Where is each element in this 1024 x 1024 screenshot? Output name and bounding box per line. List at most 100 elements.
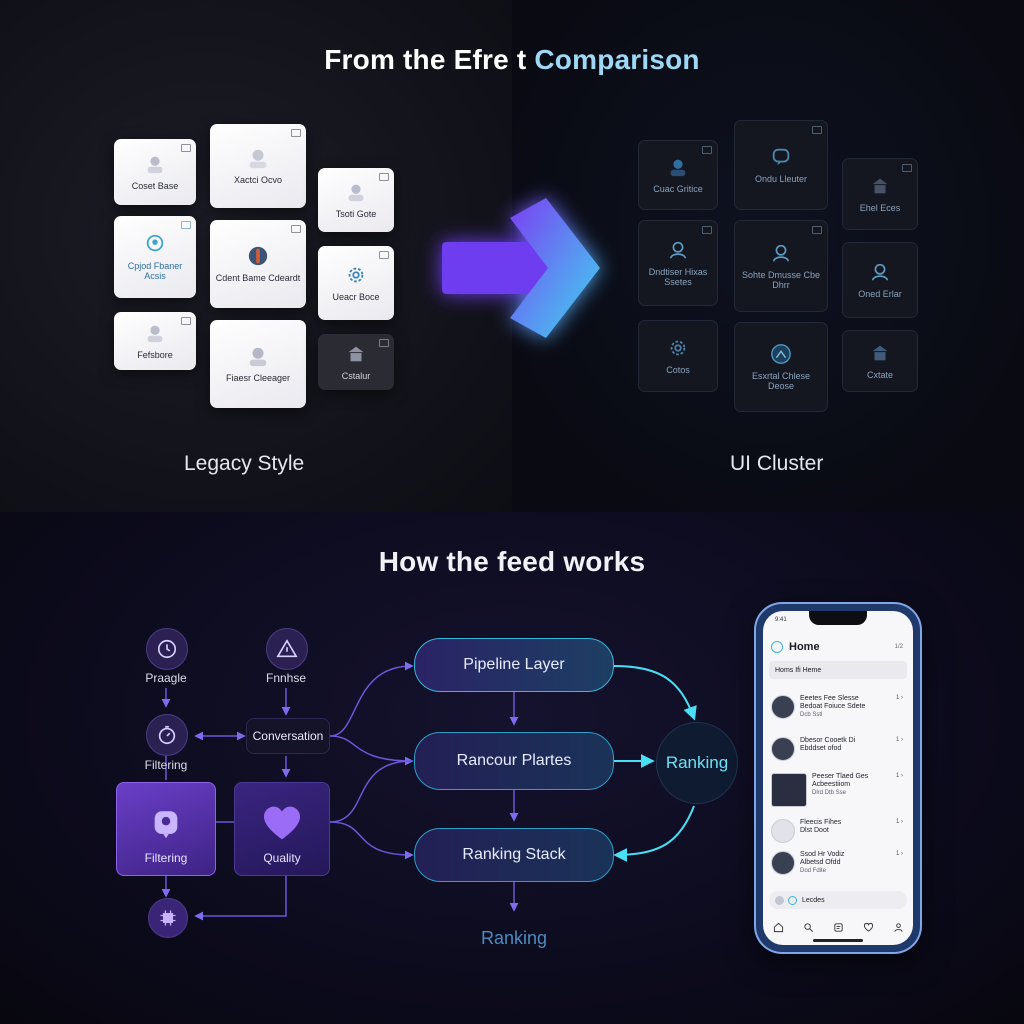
user-icon [249,149,267,168]
praagle-node[interactable] [146,628,188,670]
praagle-label: Praagle [145,671,187,685]
feed-item-sub: Dcb Sstl [800,711,823,718]
avatar [771,819,795,843]
user-icon [670,159,686,176]
legacy-card-label: Xactci Ocvo [233,174,282,185]
cluster-label: UI Cluster [730,452,824,475]
composer-text: Lecdes [802,896,825,904]
heart-tab-icon[interactable] [863,922,874,933]
cluster-card[interactable]: Sohte Dmusse Cbe Dhrr [734,220,828,312]
legacy-card[interactable]: Fiaesr Cleeager [210,320,306,408]
filtering-box[interactable]: Filtering [116,782,216,876]
phone-notch [809,611,867,625]
building-icon [872,345,888,361]
legacy-card[interactable]: Coset Base [114,139,196,205]
title-accent: Comparison [534,44,700,75]
legacy-card-label: Coset Base [131,180,179,191]
feed-item-time: 1 › [895,695,903,701]
legacy-card[interactable]: Fefsbore [114,312,196,370]
quality-box[interactable]: Quality [234,782,330,876]
output-node[interactable] [148,898,188,938]
cluster-card[interactable]: Dndtiser Hixas Ssetes [638,220,718,306]
cluster-card[interactable]: Cxtate [842,330,918,392]
legacy-card[interactable]: Cpjod Fbaner Acsis [114,216,196,298]
legacy-card[interactable]: Cdent Bame Cdeardt [210,220,306,308]
profile-tab-icon[interactable] [893,922,904,933]
cluster-card-label: Ehel Eces [859,202,901,213]
timer-icon [158,725,176,745]
fnnhse-label: Fnnhse [265,671,307,685]
ranking-stack-pill[interactable]: Ranking Stack [414,828,614,882]
user-icon [147,325,163,342]
search-tab-icon[interactable] [803,922,814,933]
legacy-card-label: Ueacr Boce [332,291,380,302]
phone-header: Home 1/2 [771,639,905,655]
feed-item-sub: Dlrd Dtb Sse [812,789,847,796]
home-tab-icon[interactable] [773,922,784,933]
corner-icon [702,226,712,234]
gear-icon [348,267,364,283]
transition-arrow [442,198,600,338]
legacy-card[interactable]: Ueacr Boce [318,246,394,320]
tab-bar [763,917,913,937]
rancour-plartes-pill[interactable]: Rancour Plartes [414,732,614,790]
corner-icon [181,317,191,325]
ranking-bottom-label: Ranking [480,928,548,948]
corner-icon [812,226,822,234]
legacy-card-label: Cdent Bame Cdeardt [215,272,301,283]
feed-item-line2: Albetsd Ofdd [800,859,841,867]
composer-icon [788,895,797,905]
conversation-node[interactable]: Conversation [246,718,330,754]
building-icon [872,178,888,194]
legacy-label: Legacy Style [184,452,305,475]
corner-icon [181,221,191,229]
compose-tab-icon[interactable] [833,922,844,933]
clock-icon [157,639,177,659]
pipeline-layer-pill[interactable]: Pipeline Layer [414,638,614,692]
heart-icon [264,806,300,840]
legacy-card[interactable]: Xactci Ocvo [210,124,306,208]
feed-item-line2: Acbeestiiom [812,781,851,789]
cluster-card[interactable]: Ondu Lleuter [734,120,828,210]
composer-avatar [775,895,784,905]
composer-bar[interactable]: Lecdes [769,891,907,909]
phone-search-bar[interactable]: Homs Ifi Heme [769,661,907,679]
cluster-card[interactable]: Ehel Eces [842,158,918,230]
filtering-node[interactable] [146,714,188,756]
fnnhse-node[interactable] [266,628,308,670]
corner-icon [379,173,389,181]
user-outline-icon [669,241,687,259]
legacy-card-label: Fiaesr Cleeager [225,372,291,383]
feed-item-time: 1 › [895,819,903,825]
gear-icon [670,340,686,356]
feed-item-line2: Bedoat Foiuce Sdete [800,703,866,711]
legacy-card-label: Cpjod Fbaner Acsis [127,260,183,281]
legacy-card-label: Fefsbore [137,349,173,360]
cluster-card-label: Cxtate [866,369,893,380]
feed-item-time: 1 › [895,773,903,779]
user-outline-icon [871,263,889,281]
avatar [771,695,795,719]
user-outline-icon [772,244,790,262]
header-right: 1/2 [894,644,903,650]
cluster-card[interactable]: Oned Erlar [842,242,918,318]
cluster-card-label: Ondu Lleuter [754,173,808,184]
feed-item-time: 1 › [895,737,903,743]
cluster-card[interactable]: Cuac Gritice [638,140,718,210]
feed-item-sub: Dod Fdite [800,867,827,874]
corner-icon [379,339,389,347]
cluster-card[interactable]: Esxrtal Chlese Deose [734,322,828,412]
ranking-circle[interactable]: Ranking [656,722,738,804]
cluster-card-label: Sohte Dmusse Cbe Dhrr [741,269,821,290]
feed-item-line1: Eeetes Fee Slesse [800,695,859,702]
legacy-card[interactable]: Cstalur [318,334,394,390]
status-time: 9:41 [775,617,787,623]
cluster-card[interactable]: Cotos [638,320,718,392]
legacy-card[interactable]: Tsoti Gote [318,168,394,232]
chip-icon [160,910,176,926]
